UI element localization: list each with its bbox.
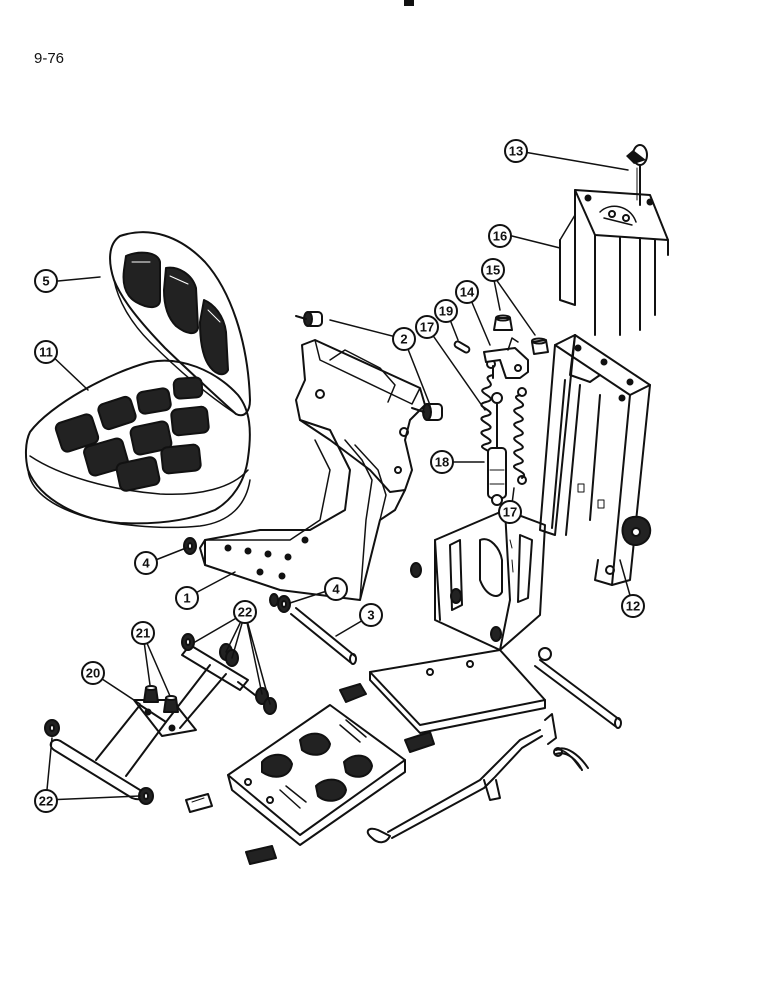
svg-text:19: 19 (439, 304, 453, 319)
callout-11: 11 (34, 340, 58, 364)
callout-2: 2 (392, 327, 416, 351)
bushing-2-left (295, 311, 323, 327)
svg-text:12: 12 (626, 599, 640, 614)
callout-12: 12 (621, 594, 645, 618)
seat-cushion (24, 359, 251, 529)
callout-22-top: 22 (233, 600, 257, 624)
rubber-stops-15 (493, 314, 549, 355)
svg-text:16: 16 (493, 229, 507, 244)
bushings-21 (143, 685, 179, 713)
lower-post (539, 334, 652, 586)
callout-21: 21 (131, 621, 155, 645)
washers-bracket (410, 562, 502, 642)
callout-4-left: 4 (134, 551, 158, 575)
callout-17-top: 17 (415, 315, 439, 339)
svg-text:21: 21 (136, 626, 150, 641)
svg-text:4: 4 (142, 556, 150, 571)
callout-18: 18 (430, 450, 454, 474)
shock-absorber (487, 392, 507, 506)
svg-text:13: 13 (509, 144, 523, 159)
svg-text:17: 17 (420, 320, 434, 335)
rod-3 (290, 607, 622, 729)
callout-22-bottom: 22 (34, 789, 58, 813)
washer-4-right (269, 593, 291, 613)
spring-bracket-14 (483, 337, 529, 379)
pin-19 (453, 340, 471, 354)
slide-plate (227, 704, 406, 846)
svg-text:1: 1 (183, 591, 190, 606)
callout-3: 3 (359, 603, 383, 627)
callout-17-bottom: 17 (498, 500, 522, 524)
svg-text:3: 3 (367, 608, 374, 623)
lock-clips (185, 683, 435, 865)
callout-20: 20 (81, 661, 105, 685)
hair-pin-clip (555, 747, 589, 771)
bushing-2-right (411, 403, 443, 421)
callout-1: 1 (175, 586, 199, 610)
callout-16: 16 (488, 224, 512, 248)
adjusting-knob-bolt (626, 144, 648, 206)
callout-19: 19 (434, 299, 458, 323)
svg-text:4: 4 (332, 582, 340, 597)
seat-back (109, 231, 251, 417)
svg-text:18: 18 (435, 455, 449, 470)
suspension-bracket (199, 339, 426, 601)
svg-text:22: 22 (39, 794, 53, 809)
svg-text:17: 17 (503, 505, 517, 520)
adjustment-lever (366, 713, 581, 844)
slide-bracket (434, 509, 546, 651)
svg-text:5: 5 (42, 274, 49, 289)
svg-text:14: 14 (460, 285, 475, 300)
base-plate (369, 649, 546, 734)
svg-text:15: 15 (486, 263, 500, 278)
callout-4-right: 4 (324, 577, 348, 601)
spring-right (513, 387, 527, 485)
svg-text:2: 2 (400, 332, 407, 347)
page-number: 9-76 (34, 50, 65, 67)
svg-text:11: 11 (39, 345, 53, 360)
svg-text:20: 20 (86, 666, 100, 681)
washer-4-left (183, 537, 197, 555)
svg-text:22: 22 (238, 605, 252, 620)
callout-13: 13 (504, 139, 528, 163)
upper-post-cover (559, 189, 669, 336)
callout-15: 15 (481, 258, 505, 282)
callout-5: 5 (34, 269, 58, 293)
callout-14: 14 (455, 280, 479, 304)
